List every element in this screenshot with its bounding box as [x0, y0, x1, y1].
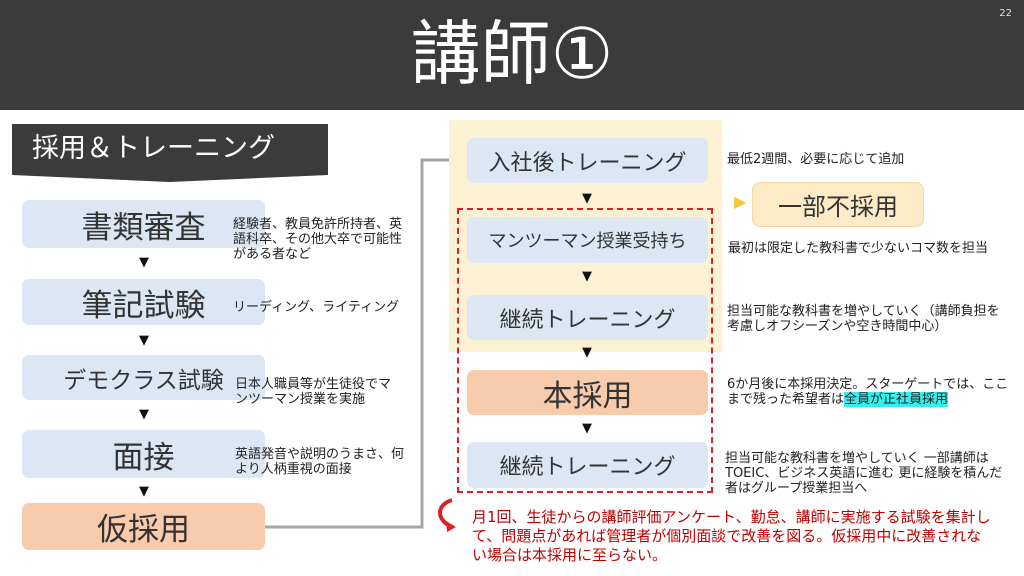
step-note: 担当可能な教科書を増やしていく（講師負担を考慮しオフシーズンや空き時間中心）: [727, 304, 1000, 334]
step-note: 担当可能な教科書を増やしていく 一部講師はTOEIC、ビジネス英語に進む 更に経…: [725, 451, 1003, 496]
step-note: 最低2週間、必要に応じて追加: [727, 152, 905, 167]
curved-arrow-icon: [438, 498, 453, 529]
down-arrow-icon: ▼: [582, 269, 592, 284]
step-note: リーディング、ライティング: [233, 300, 400, 315]
evaluation-note: 月1回、生徒からの講師評価アンケート、勤怠、講師に実施する試験を集計して、問題点…: [472, 508, 991, 564]
step-demo-class: デモクラス試験: [22, 355, 265, 400]
step-continued-training: 継続トレーニング: [467, 295, 708, 340]
step-continued-training-2: 継続トレーニング: [467, 442, 708, 488]
step-full-hire: 本採用: [467, 370, 708, 415]
header-bar: [0, 0, 1024, 110]
down-arrow-icon: ▼: [582, 345, 592, 360]
down-arrow-icon: ▼: [139, 407, 149, 422]
section-banner: 採用＆トレーニング: [12, 124, 328, 182]
step-note: 6か月後に本採用決定。スターゲートでは、ここまで残った希望者は全員が正社員採用: [727, 377, 1012, 407]
step-document-screening: 書類審査: [22, 200, 265, 248]
page-number: 22: [999, 8, 1012, 19]
step-provisional-hire: 仮採用: [22, 503, 265, 550]
down-arrow-icon: ▼: [139, 255, 149, 270]
step-one-on-one-classes: マンツーマン授業受持ち: [467, 217, 708, 263]
right-triangle-icon: ▶: [734, 192, 747, 211]
step-note: 最初は限定した教科書で少ないコマ数を担当: [728, 241, 989, 256]
note-text: 6か月後に本採用決定。スターゲートでは、ここまで残った希望者は: [727, 377, 1009, 407]
step-note: 経験者、教員免許所持者、英語科卒、その他大卒で可能性がある者など: [233, 217, 403, 262]
partial-rejection-box: 一部不採用: [752, 182, 924, 227]
step-onboarding-training: 入社後トレーニング: [467, 138, 708, 183]
highlighted-text: 全員が正社員採用: [844, 392, 949, 407]
down-arrow-icon: ▼: [582, 421, 592, 436]
down-arrow-icon: ▼: [582, 191, 592, 206]
step-interview: 面接: [22, 430, 265, 478]
slide-title: 講師①: [410, 13, 614, 95]
down-arrow-icon: ▼: [139, 333, 149, 348]
step-note: 英語発音や説明のうまさ、何より人柄重視の面接: [235, 447, 405, 477]
step-written-exam: 筆記試験: [22, 279, 265, 325]
step-note: 日本人職員等が生徒役でマンツーマン授業を実施: [235, 377, 392, 407]
probation-period-dashed-frame: [457, 208, 713, 493]
down-arrow-icon: ▼: [139, 484, 149, 499]
